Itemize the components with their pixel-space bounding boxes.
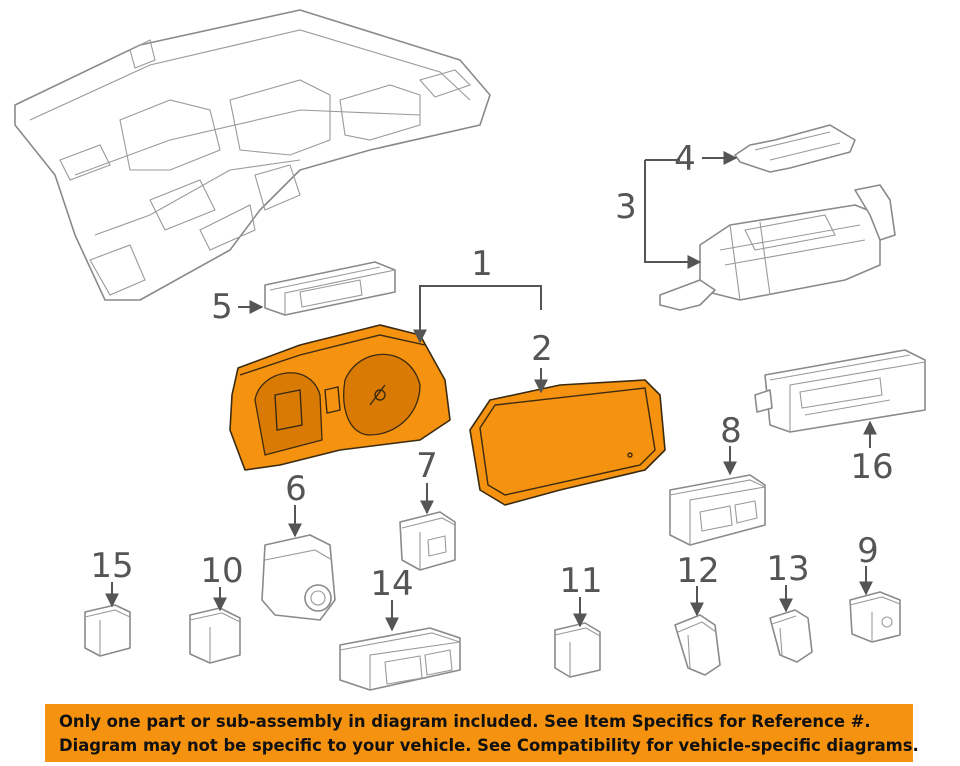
callout-1: 1 bbox=[471, 244, 493, 284]
disclaimer-line-2: Diagram may not be specific to your vehi… bbox=[59, 736, 919, 755]
part-10-switch[interactable] bbox=[189, 607, 241, 664]
callout-11: 11 bbox=[559, 561, 602, 601]
part-2-cluster-lens[interactable] bbox=[469, 379, 666, 506]
callout-8: 8 bbox=[720, 411, 742, 451]
part-15-switch[interactable] bbox=[84, 604, 131, 657]
callout-6: 6 bbox=[285, 469, 307, 509]
dashboard-outline bbox=[14, 9, 491, 301]
part-12-switch[interactable] bbox=[674, 614, 721, 676]
disclaimer-banner: Only one part or sub-assembly in diagram… bbox=[45, 704, 919, 762]
leader-lines bbox=[105, 151, 877, 632]
part-7-switch[interactable] bbox=[399, 511, 456, 571]
callout-16: 16 bbox=[850, 447, 893, 487]
part-6-headlamp-switch[interactable] bbox=[261, 534, 336, 621]
callout-9: 9 bbox=[857, 531, 879, 571]
callout-3: 3 bbox=[615, 187, 637, 227]
part-8-switch-assembly[interactable] bbox=[669, 474, 766, 546]
part-13-switch[interactable] bbox=[769, 609, 813, 663]
disclaimer-line-1: Only one part or sub-assembly in diagram… bbox=[59, 712, 871, 731]
part-11-switch[interactable] bbox=[554, 622, 601, 678]
parts-diagram: 1 2 3 4 5 6 7 8 9 10 11 12 13 14 15 16 bbox=[14, 9, 926, 691]
part-4-bracket[interactable] bbox=[734, 124, 856, 173]
callout-10: 10 bbox=[200, 551, 243, 591]
part-16-climate-panel[interactable] bbox=[754, 349, 926, 433]
callout-13: 13 bbox=[766, 549, 809, 589]
part-9-switch[interactable] bbox=[849, 591, 901, 643]
callout-2: 2 bbox=[531, 329, 553, 369]
callout-12: 12 bbox=[676, 551, 719, 591]
callout-7: 7 bbox=[416, 446, 438, 486]
callout-15: 15 bbox=[90, 546, 133, 586]
callout-4: 4 bbox=[674, 139, 696, 179]
part-3-audio-unit[interactable] bbox=[659, 184, 896, 311]
callout-5: 5 bbox=[211, 287, 233, 327]
callout-14: 14 bbox=[370, 564, 413, 604]
part-1-instrument-cluster[interactable] bbox=[229, 324, 451, 471]
part-14-switch-panel[interactable] bbox=[339, 627, 461, 691]
part-5-center-display[interactable] bbox=[264, 261, 396, 316]
